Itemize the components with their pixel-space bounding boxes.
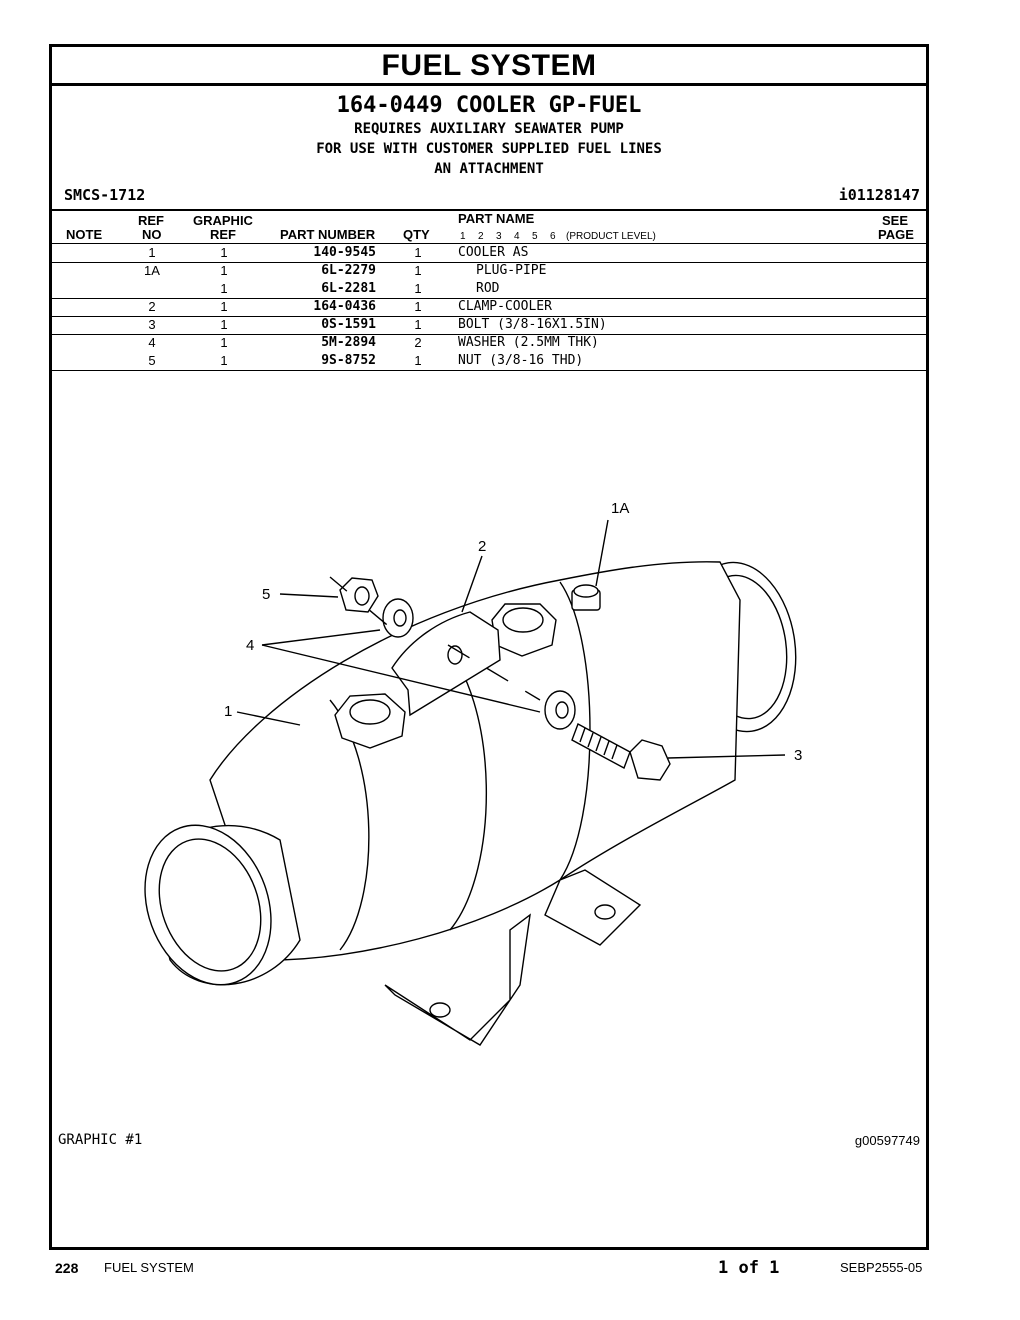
- graphic-label: GRAPHIC #1: [58, 1132, 143, 1148]
- level-2: 2: [478, 231, 484, 242]
- pipe-plug-1a: [571, 584, 601, 611]
- col-see-top: SEE: [882, 213, 909, 228]
- level-4: 4: [514, 231, 520, 242]
- bolt-3: [571, 723, 671, 781]
- row-ref: 4: [148, 335, 156, 350]
- row-part-number: 9S-8752: [321, 353, 376, 368]
- table-row: 1 6L-2281 1 ROD: [52, 280, 926, 298]
- row-ref: 3: [148, 317, 156, 332]
- row-qty: 1: [414, 353, 422, 368]
- row-part-name: COOLER AS: [458, 245, 529, 260]
- table-row: 1A 1 6L-2279 1 PLUG-PIPE: [52, 262, 926, 280]
- row-graphic: 1: [220, 263, 228, 278]
- table-row: 3 1 0S-1591 1 BOLT (3/8-16X1.5IN): [52, 316, 926, 334]
- row-divider: [52, 262, 926, 263]
- smcs-code: SMCS-1712: [64, 186, 146, 204]
- row-part-number: 0S-1591: [321, 317, 376, 332]
- row-graphic: 1: [220, 245, 228, 260]
- level-1: 1: [460, 231, 466, 242]
- document-ident: i01128147: [838, 186, 920, 204]
- row-part-name: BOLT (3/8-16X1.5IN): [458, 317, 607, 332]
- row-graphic: 1: [220, 353, 228, 368]
- col-part-number: PART NUMBER: [280, 227, 376, 242]
- row-part-name: CLAMP-COOLER: [458, 299, 552, 314]
- header-rule: [52, 209, 926, 211]
- row-part-number: 6L-2279: [321, 263, 376, 278]
- col-graphic-bottom: REF: [210, 227, 236, 242]
- col-see-bottom: PAGE: [878, 227, 914, 242]
- callout-1a: 1A: [611, 500, 629, 517]
- leader-lines: [236, 519, 786, 759]
- row-ref: 1A: [144, 263, 160, 278]
- row-graphic: 1: [220, 299, 228, 314]
- row-part-number: 5M-2894: [321, 335, 376, 350]
- page-title: FUEL SYSTEM: [52, 47, 926, 86]
- cooler-body: [144, 561, 797, 1046]
- row-part-number: 164-0436: [313, 299, 376, 314]
- row-ref: 1: [148, 245, 156, 260]
- washer-4: [382, 598, 576, 730]
- col-ref-top: REF: [138, 213, 164, 228]
- callout-3: 3: [794, 747, 802, 764]
- col-graphic-top: GRAPHIC: [193, 213, 253, 228]
- row-qty: 1: [414, 263, 422, 278]
- row-graphic: 1: [220, 317, 228, 332]
- page-frame: FUEL SYSTEM 164-0449 COOLER GP-FUEL REQU…: [49, 44, 929, 1250]
- table-row: 2 1 164-0436 1 CLAMP-COOLER: [52, 298, 926, 316]
- level-5: 5: [532, 231, 538, 242]
- level-3: 3: [496, 231, 502, 242]
- footer-section: FUEL SYSTEM: [104, 1260, 194, 1275]
- level-6: 6: [550, 231, 556, 242]
- row-ref: 2: [148, 299, 156, 314]
- table-row: 4 1 5M-2894 2 WASHER (2.5MM THK): [52, 334, 926, 352]
- footer-page-of: 1 of 1: [718, 1258, 780, 1278]
- col-part-name: PART NAME: [458, 211, 535, 226]
- subtitle-usage: FOR USE WITH CUSTOMER SUPPLIED FUEL LINE…: [316, 141, 662, 157]
- subtitle-requirement: REQUIRES AUXILIARY SEAWATER PUMP: [354, 121, 624, 137]
- row-part-number: 6L-2281: [321, 281, 376, 296]
- graphic-id: g00597749: [854, 1133, 920, 1148]
- row-qty: 1: [414, 317, 422, 332]
- product-level-note: (PRODUCT LEVEL): [566, 231, 656, 242]
- row-qty: 1: [414, 245, 422, 260]
- row-part-name: PLUG-PIPE: [476, 263, 547, 278]
- nut-5: [339, 577, 379, 613]
- row-graphic: 1: [220, 281, 228, 296]
- group-title: 164-0449 COOLER GP-FUEL: [336, 93, 642, 118]
- callout-5: 5: [262, 586, 270, 603]
- row-part-number: 140-9545: [313, 245, 376, 260]
- col-qty: QTY: [403, 227, 430, 242]
- row-part-name: WASHER (2.5MM THK): [458, 335, 599, 350]
- table-bottom-rule: [52, 370, 926, 371]
- row-graphic: 1: [220, 335, 228, 350]
- row-qty: 2: [414, 335, 422, 350]
- row-divider: [52, 316, 926, 317]
- row-qty: 1: [414, 281, 422, 296]
- callout-1: 1: [224, 703, 232, 720]
- row-divider: [52, 298, 926, 299]
- row-part-name: ROD: [476, 281, 500, 296]
- row-divider: [52, 334, 926, 335]
- footer-doc-id: SEBP2555-05: [840, 1260, 923, 1275]
- row-qty: 1: [414, 299, 422, 314]
- table-row: 1 1 140-9545 1 COOLER AS: [52, 244, 926, 262]
- callout-4: 4: [246, 637, 254, 654]
- callout-2: 2: [478, 538, 486, 555]
- subtitle-attachment: AN ATTACHMENT: [434, 161, 544, 177]
- row-part-name: NUT (3/8-16 THD): [458, 353, 584, 368]
- col-note: NOTE: [66, 227, 103, 242]
- clamp-cooler-2: [391, 611, 501, 717]
- row-ref: 5: [148, 353, 156, 368]
- table-row: 5 1 9S-8752 1 NUT (3/8-16 THD): [52, 352, 926, 370]
- col-ref-bottom: NO: [142, 227, 162, 242]
- footer-page-number: 228: [55, 1260, 79, 1276]
- column-header-rule: [52, 243, 926, 244]
